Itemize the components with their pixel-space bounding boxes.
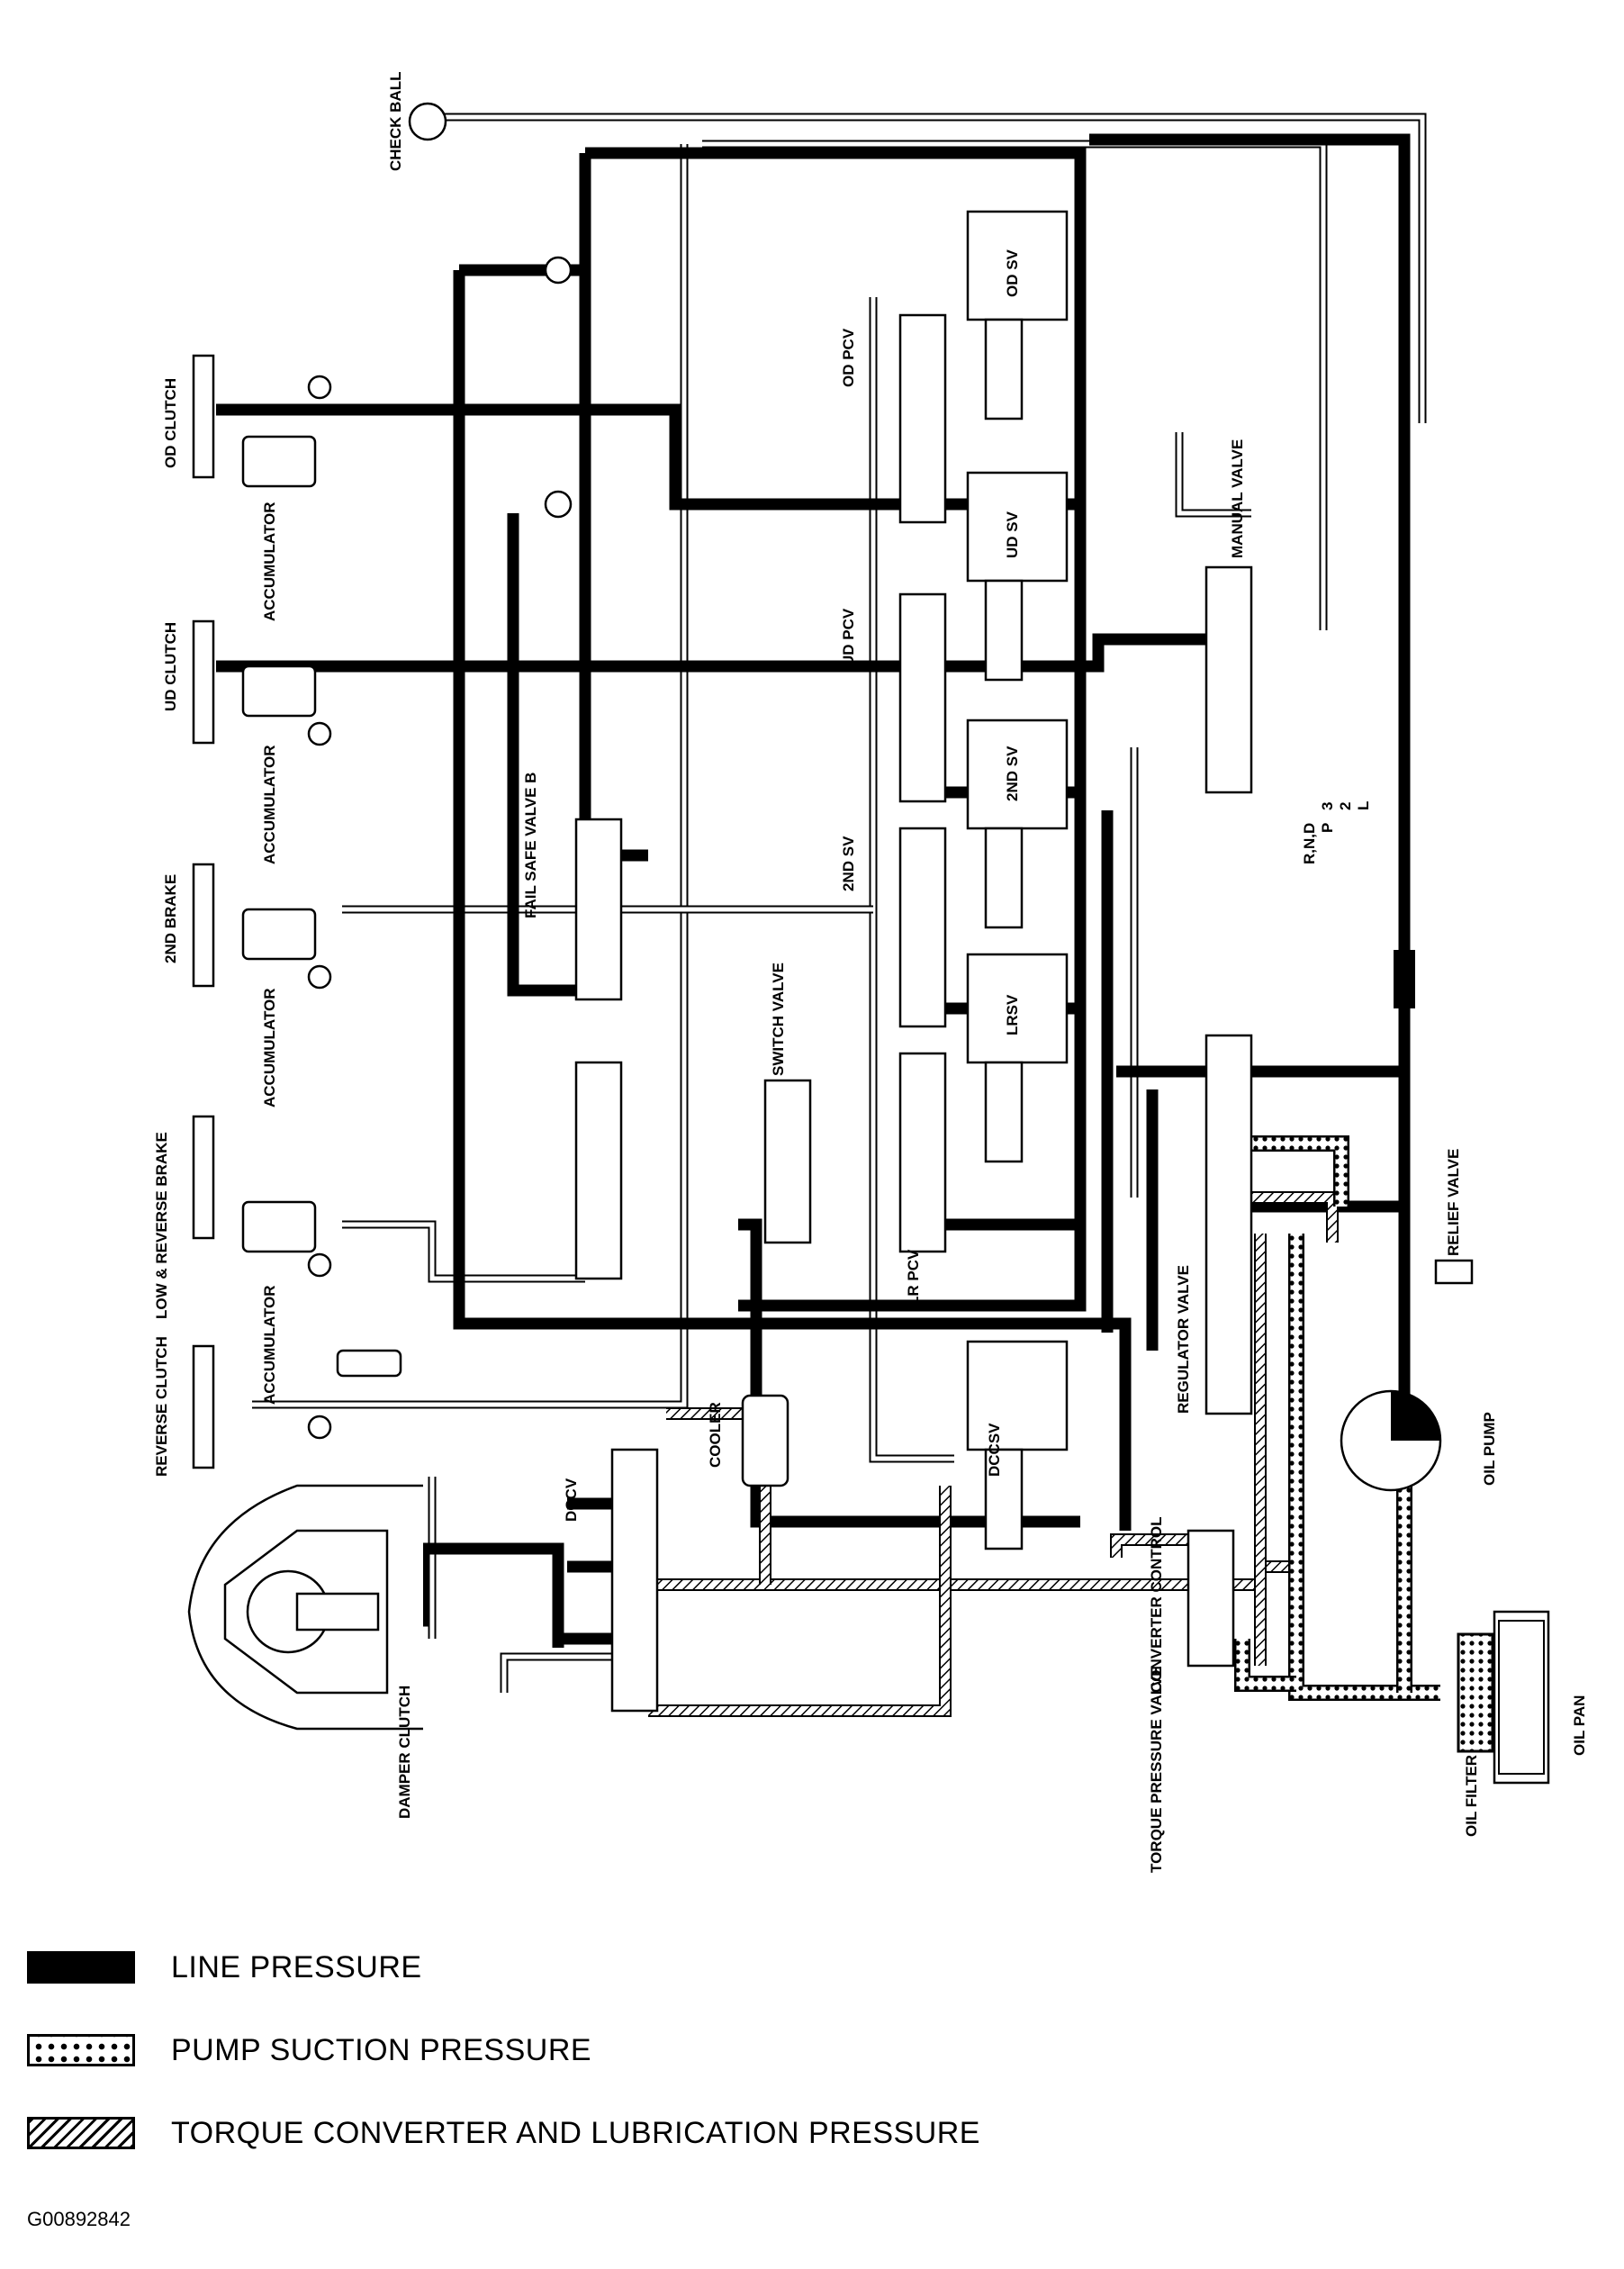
legend-label-torque-converter: TORQUE CONVERTER AND LUBRICATION PRESSUR… [171, 2115, 980, 2150]
legend-swatch-pump-suction [27, 2034, 135, 2066]
hydraulic-circuit-diagram: CHECK BALL OD CLUTCH ACCUMULATOR UD CLUT… [153, 72, 1588, 1874]
label-oil-pump: OIL PUMP [1481, 1412, 1498, 1486]
legend-swatch-line-pressure [27, 1951, 135, 1984]
figure-id: G00892842 [27, 2208, 131, 2230]
label-2nd-brake: 2ND BRAKE [162, 874, 179, 963]
pump-and-misc [408, 102, 1550, 1785]
label-dccsv: DCCSV [986, 1423, 1003, 1477]
solenoid-valves [966, 210, 1069, 1550]
label-reverse-clutch: REVERSE CLUTCH [153, 1336, 170, 1477]
label-check-ball: CHECK BALL [387, 72, 404, 172]
label-torque-pressure-valve: TORQUE PRESSURE VALVE [1148, 1666, 1165, 1873]
label-switch-valve: SWITCH VALVE [770, 963, 787, 1076]
label-cooler: COOLER [707, 1402, 724, 1468]
legend-swatch-torque-converter [27, 2117, 135, 2149]
label-pos-3: 3 [1319, 802, 1336, 810]
label-pos-2: 2 [1337, 802, 1354, 810]
label-relief-valve: RELIEF VALVE [1445, 1149, 1462, 1256]
pump-suction-passages [1234, 1135, 1494, 1753]
label-pos-rnd: R,N,D [1301, 823, 1318, 864]
legend-label-pump-suction: PUMP SUCTION PRESSURE [171, 2032, 592, 2067]
label-oil-filter: OIL FILTER [1463, 1755, 1480, 1837]
label-ud-sv: UD SV [1004, 511, 1021, 558]
label-converter-control: CONVERTER CONTROL [1148, 1517, 1165, 1694]
line-pressure-passages [216, 133, 1415, 1648]
label-oil-pan: OIL PAN [1571, 1695, 1588, 1756]
clutch-brake-elements [192, 354, 215, 1469]
label-damper-clutch: DAMPER CLUTCH [396, 1686, 413, 1819]
accumulators [241, 256, 573, 1440]
label-2nd-sv-solenoid: 2ND SV [1004, 746, 1021, 801]
label-lrsv: LRSV [1004, 994, 1021, 1035]
label-od-pcv: OD PCV [840, 328, 857, 387]
label-accumulator-3: ACCUMULATOR [261, 988, 278, 1107]
label-ud-pcv: UD PCV [840, 608, 857, 666]
torque-converter-lube-passages [648, 1191, 1339, 1717]
legend-row-line-pressure: LINE PRESSURE [27, 1945, 422, 1990]
label-regulator-valve: REGULATOR VALVE [1175, 1265, 1192, 1414]
label-ud-clutch: UD CLUTCH [162, 622, 179, 711]
label-od-clutch: OD CLUTCH [162, 378, 179, 468]
valve-bodies [574, 313, 1253, 1713]
label-fail-safe-valve-b: FAIL SAFE VALVE B [522, 773, 539, 918]
legend-row-torque-converter: TORQUE CONVERTER AND LUBRICATION PRESSUR… [27, 2111, 980, 2156]
label-od-sv: OD SV [1004, 249, 1021, 297]
label-low-reverse-brake: LOW & REVERSE BRAKE [153, 1132, 170, 1319]
legend-label-line-pressure: LINE PRESSURE [171, 1949, 422, 1984]
control-pressure-passages [252, 113, 1427, 1693]
label-accumulator-1: ACCUMULATOR [261, 502, 278, 621]
label-manual-valve: MANUAL VALVE [1229, 439, 1246, 558]
label-dccv: DCCV [563, 1478, 580, 1522]
label-pos-l: L [1355, 801, 1372, 810]
label-accumulator-2: ACCUMULATOR [261, 745, 278, 864]
label-pos-p: P [1319, 823, 1336, 833]
label-accumulator-4: ACCUMULATOR [261, 1285, 278, 1405]
label-2nd-sv-pcv: 2ND SV [840, 836, 857, 891]
legend-row-pump-suction: PUMP SUCTION PRESSURE [27, 2028, 591, 2073]
torque-converter [187, 1484, 423, 1731]
label-lr-pcv: LR PCV [905, 1249, 922, 1306]
diagram-labels: CHECK BALL OD CLUTCH ACCUMULATOR UD CLUT… [153, 72, 1588, 1874]
